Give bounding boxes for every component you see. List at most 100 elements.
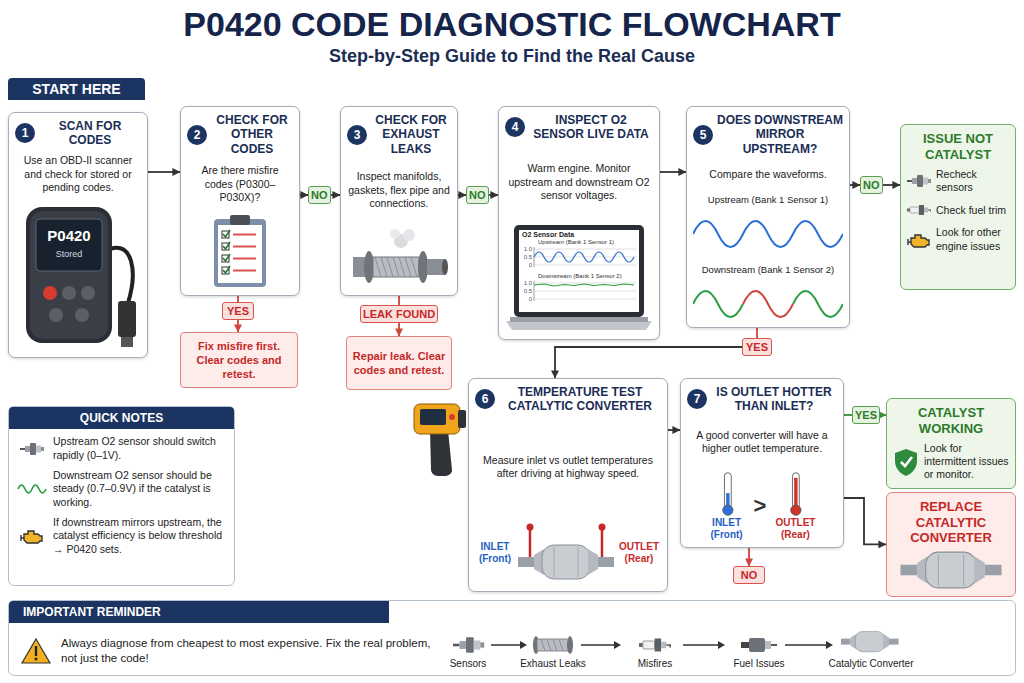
content-row: INLET (Front) OUTLET (Rear): [475, 521, 661, 585]
conv2-part: [900, 565, 917, 576]
chain-label: Exhaust Leaks: [513, 659, 593, 669]
pipe-part: [403, 229, 415, 241]
chain-part: [581, 645, 615, 647]
steady-wave-icon: [17, 481, 47, 497]
clipboard-part: [223, 242, 230, 249]
conv-part: [527, 524, 534, 531]
node-text: Repair leak. Clear codes and retest.: [351, 349, 447, 378]
conv2-part: [963, 554, 964, 586]
outlet-label: OUTLET (Rear): [617, 541, 661, 565]
engine-part: [21, 535, 24, 541]
clipboard-part: [222, 243, 229, 250]
outcome-title: REPLACE CATALYTIC CONVERTER: [893, 499, 1009, 546]
step-number: 7: [687, 389, 707, 409]
yes-tag: YES: [742, 338, 772, 356]
scanner-part: [110, 248, 133, 303]
shield-check-icon: [893, 447, 919, 477]
outcome-title: CATALYST WORKING: [893, 405, 1009, 436]
chain-part: [466, 638, 474, 654]
flow-connector: [398, 296, 400, 305]
node-text: Are there misfire codes (P0300–P030X)?: [187, 164, 293, 205]
scanner-part: [75, 308, 89, 322]
illustration-slot: [21, 637, 51, 665]
flow-connector: [756, 328, 758, 338]
flow-connector: [850, 184, 860, 186]
clipboard-part: [230, 215, 250, 225]
flow-connector: [748, 548, 750, 566]
content-row: 5DOES DOWNSTREAM MIRROR UPSTREAM?: [693, 113, 843, 156]
infrared-thermometer: [414, 404, 466, 476]
node-text: A good converter will have a higher outl…: [687, 429, 837, 456]
chain-part: [480, 643, 484, 648]
content-row: Downstream O2 sensor should be steady (0…: [9, 463, 234, 510]
illustration-slot: P0420Stored: [18, 201, 138, 351]
conv-part: [601, 527, 604, 557]
node-text: Measure inlet vs outlet temperatures aft…: [475, 454, 661, 481]
illustration-slot: [907, 200, 931, 220]
layout-element: [430, 430, 452, 476]
conv-part: [598, 557, 614, 567]
flow-connector: [398, 323, 400, 336]
waveup-part: [693, 221, 843, 247]
axis-tick: 0.5: [518, 288, 532, 294]
node-text: Downstream O2 sensor should be steady (0…: [53, 469, 226, 510]
pipe-part: [390, 229, 400, 239]
chain-part: [826, 641, 833, 649]
inlet-thermometer: [716, 471, 738, 517]
layout-element: [414, 404, 460, 434]
chain-part: [643, 641, 655, 649]
chain-part: [718, 641, 725, 649]
flow-connector: [458, 194, 466, 196]
node-text: YES: [227, 306, 249, 317]
screen-code: P0420: [36, 228, 102, 243]
laptop-part: [534, 247, 535, 301]
chain-part: [765, 641, 771, 649]
flow-connector: [844, 498, 886, 544]
outcome-box: REPLACE CATALYTIC CONVERTER: [886, 492, 1016, 597]
warn-part: [22, 639, 50, 663]
clipboard-part: [218, 225, 262, 283]
step-number: 6: [475, 389, 495, 409]
clipboard-part: [223, 230, 230, 237]
scanner-part: [62, 286, 76, 300]
illustration-slot: [693, 287, 843, 321]
content-row: 3CHECK FOR EXHAUST LEAKS: [347, 113, 451, 156]
no-tag: NO: [308, 186, 331, 204]
clipboard-part: [223, 254, 230, 261]
chain-part: [491, 645, 521, 647]
clipboard-part: [222, 267, 229, 274]
step-number: 1: [15, 123, 35, 143]
content-row: Always diagnose from cheapest to most ex…: [9, 623, 1015, 675]
node-text: Check fuel trim: [936, 204, 1009, 217]
node-text: Upstream O2 sensor should switch rapidly…: [53, 435, 226, 462]
node-text: Inspect manifolds, gaskets, flex pipe an…: [347, 170, 451, 211]
spark-part: [919, 205, 924, 215]
node-text: Warm engine. Monitor upstream and downst…: [505, 162, 653, 203]
laptop-part: [534, 248, 636, 249]
decision-box: 5DOES DOWNSTREAM MIRROR UPSTREAM?Compare…: [686, 106, 850, 328]
chain-part: [533, 636, 573, 654]
laptop-part: [534, 284, 634, 286]
node-text: LEAK FOUND: [363, 309, 435, 320]
chain-part: [683, 645, 719, 647]
node-text: Look for intermittent issues or monitor.: [924, 442, 1009, 481]
flow-connector: [300, 194, 308, 196]
chain-part: [883, 634, 889, 650]
action-box: Repair leak. Clear codes and retest.: [346, 336, 452, 390]
conv2-part: [938, 554, 963, 586]
screen-title: O2 Sensor Data: [522, 231, 612, 238]
shield-part: [901, 457, 912, 466]
content-row: If downstream mirrors upstream, the cata…: [9, 510, 234, 557]
step-title: DOES DOWNSTREAM MIRROR UPSTREAM?: [717, 113, 843, 156]
laptop-part: [514, 225, 644, 317]
chain-part: [453, 638, 484, 654]
illustration-slot: [716, 471, 738, 517]
content-row: 6TEMPERATURE TEST CATALYTIC CONVERTER: [475, 385, 661, 414]
clipboard-part: [233, 246, 256, 248]
clipboard-part: [222, 255, 229, 262]
clipboard-part: [223, 266, 230, 273]
illustration-slot: [17, 481, 47, 497]
chain-part: [841, 639, 851, 645]
content-row: Recheck sensors: [907, 168, 1009, 194]
layout-element: [458, 410, 466, 428]
